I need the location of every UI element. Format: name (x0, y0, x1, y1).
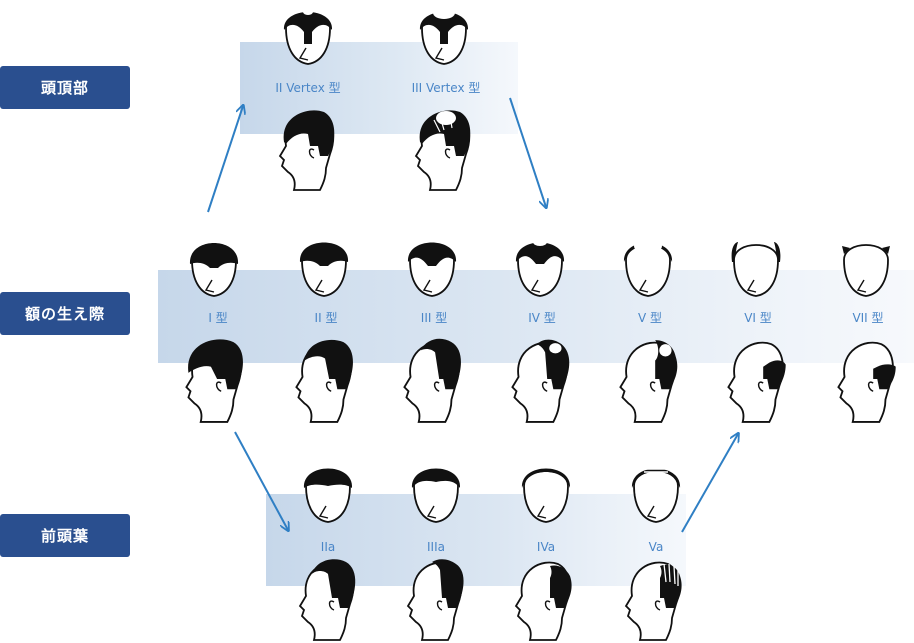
top-view-head-icon (299, 242, 349, 297)
vertex-type-label: II Vertex 型 (275, 81, 341, 95)
frontal-type-label: Va (648, 540, 664, 554)
arrow-down-frontal (234, 431, 288, 530)
top-view-head-icon (623, 238, 673, 297)
category-hairline: 額の生え際 (0, 292, 130, 335)
frontal-type-label: IVa (536, 540, 556, 554)
hairline-type-label: IV 型 (528, 311, 556, 325)
side-view-head-icon (406, 559, 464, 641)
hairline-type-label: II 型 (314, 311, 338, 325)
side-view-head-icon (278, 110, 335, 191)
top-view-head-icon (419, 7, 469, 65)
hairline-type-label: III 型 (420, 311, 448, 325)
top-view-head-icon (631, 465, 681, 523)
hairline-type-label: VII 型 (852, 311, 884, 325)
top-view-head-icon (189, 243, 239, 297)
arrow-down-vertex (509, 97, 546, 207)
arrow-up-vertex (207, 106, 243, 213)
top-view-head-icon (842, 244, 890, 297)
top-view-head-icon (303, 468, 353, 523)
top-view-head-icon (407, 242, 457, 297)
vertex-type-label: III Vertex 型 (411, 81, 481, 95)
top-view-head-icon (283, 9, 333, 65)
side-view-head-icon (511, 339, 570, 423)
arrow-up-frontal (681, 434, 738, 533)
side-view-head-icon (295, 339, 353, 423)
hairline-type-label: V 型 (637, 311, 663, 325)
side-view-head-icon (185, 339, 243, 423)
side-view-head-icon (403, 338, 461, 423)
category-vertex: 頭頂部 (0, 66, 130, 109)
frontal-type-label: IIIa (427, 540, 445, 554)
top-view-head-icon (515, 238, 565, 297)
side-view-head-icon (414, 110, 471, 191)
side-view-head-icon (624, 561, 682, 641)
hairline-type-label: VI 型 (744, 311, 772, 325)
top-view-head-icon (411, 468, 461, 523)
side-view-head-icon (837, 341, 896, 423)
top-view-head-icon (521, 468, 571, 523)
category-frontal: 前頭葉 (0, 514, 130, 557)
side-view-head-icon (514, 561, 572, 641)
hairline-type-label: I 型 (208, 311, 228, 325)
top-view-head-icon (731, 242, 781, 297)
side-view-head-icon (298, 559, 356, 641)
frontal-type-label: IIa (320, 540, 336, 554)
side-view-head-icon (727, 341, 786, 423)
band-vertex (240, 42, 518, 134)
side-view-head-icon (619, 340, 678, 423)
